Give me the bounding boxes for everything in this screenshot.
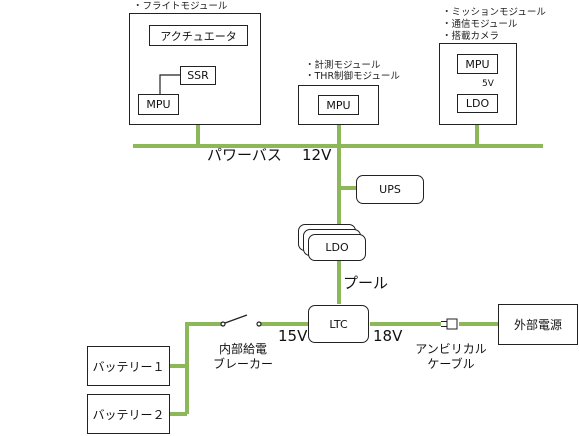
external-power-box: 外部電源 [498,304,578,345]
umbilical-label-2: ケーブル [427,357,475,371]
actuator-box: アクチュエータ [149,25,248,46]
ups-box: UPS [356,175,424,204]
power-bus-voltage: 12V [302,146,332,164]
battery-2-box: バッテリー２ [87,394,170,434]
ssr-box: SSR [180,66,216,85]
ldo-pool-box: LDO [308,234,366,261]
flight-mpu-box: MPU [138,94,179,115]
measure-module-note-2: ・THR制御モジュール [305,71,400,82]
voltage-18v: 18V [373,327,403,345]
mission-5v-label: 5V [482,79,494,89]
measure-module-note-1: ・計測モジュール [305,60,381,71]
ldo-pool-label: プール [343,274,389,292]
measure-mpu-box: MPU [318,95,359,115]
battery-1-box: バッテリー１ [87,346,170,386]
mission-ldo-box: LDO [457,94,498,113]
breaker-switch-icon [220,314,262,327]
power-bus-label: パワーバス [207,146,282,164]
breaker-label-1: 内部給電 [218,342,267,356]
mission-module-note-3: ・搭載カメラ [442,31,500,42]
breaker-label-2: ブレーカー [212,357,273,371]
ltc-box: LTC [308,305,369,343]
mission-module-note-2: ・通信モジュール [442,19,518,30]
mission-mpu-box: MPU [457,54,498,74]
umbilical-label-1: アンビリカル [415,342,487,356]
umbilical-connector-icon [441,318,458,330]
voltage-15v: 15V [278,327,308,345]
mission-module-note-1: ・ミッションモジュール [442,7,546,18]
flight-module-note: ・フライトモジュール [133,1,228,12]
